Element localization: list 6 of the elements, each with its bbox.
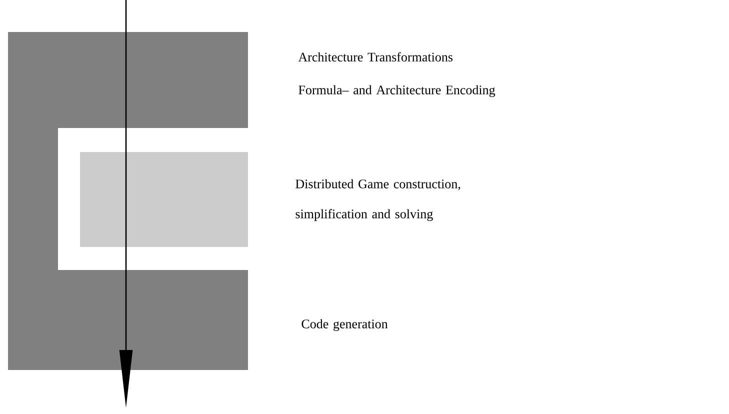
step-label: Architecture Transformations — [298, 52, 453, 62]
side-bar — [8, 127, 58, 271]
step-label: Formula– and Architecture Encoding — [298, 85, 496, 98]
step-label: Distributed Game construction, simplification and solving — [296, 179, 460, 222]
step-label: Code generation — [302, 319, 388, 332]
band — [80, 152, 248, 247]
